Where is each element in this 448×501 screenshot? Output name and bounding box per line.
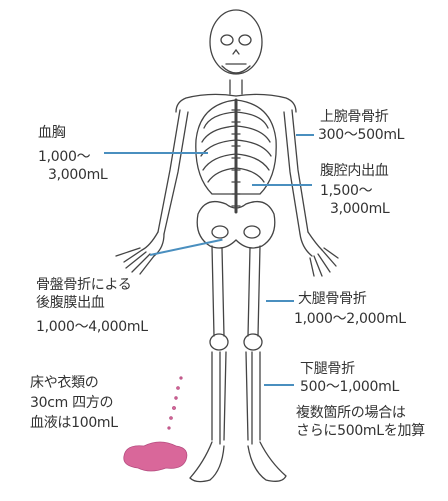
leader-line-hemothorax — [104, 152, 208, 154]
label-humerus-value: 300～500mL — [318, 126, 404, 144]
label-abdominal-value-1: 1,500～ — [320, 182, 372, 200]
label-tibia-title: 下腿骨折 — [300, 360, 355, 378]
label-pelvis-title-2: 後腹膜出血 — [36, 294, 105, 312]
label-hemothorax-title: 血胸 — [38, 124, 65, 142]
leader-line-femur — [266, 300, 294, 302]
label-hemothorax-value-2: 3,000mL — [48, 166, 107, 184]
label-humerus-title: 上腕骨骨折 — [320, 108, 389, 126]
label-floor-note-1: 床や衣類の — [30, 374, 99, 392]
label-femur-title: 大腿骨骨折 — [298, 290, 367, 308]
label-tibia-value: 500～1,000mL — [300, 378, 399, 396]
leader-line-tibia — [264, 384, 294, 386]
blood-stain — [124, 377, 187, 471]
blood-pool-shape — [124, 442, 187, 471]
label-multiple-note-2: さらに500mLを加算 — [296, 422, 425, 440]
left-foot — [190, 442, 224, 482]
label-pelvis-title-1: 骨盤骨折による — [36, 276, 131, 294]
label-hemothorax-value-1: 1,000～ — [38, 148, 90, 166]
label-multiple-note-1: 複数箇所の場合は — [296, 404, 406, 422]
leader-line-humerus — [296, 134, 314, 136]
label-abdominal-title: 腹腔内出血 — [320, 162, 389, 180]
label-pelvis-value: 1,000～4,000mL — [36, 318, 148, 336]
label-floor-note-3: 血液は100mL — [30, 414, 118, 432]
right-foot — [248, 442, 286, 481]
leader-line-abdominal — [252, 184, 312, 186]
label-femur-value: 1,000～2,000mL — [294, 310, 406, 328]
label-floor-note-2: 30cm 四方の — [30, 394, 113, 412]
label-abdominal-value-2: 3,000mL — [330, 200, 389, 218]
